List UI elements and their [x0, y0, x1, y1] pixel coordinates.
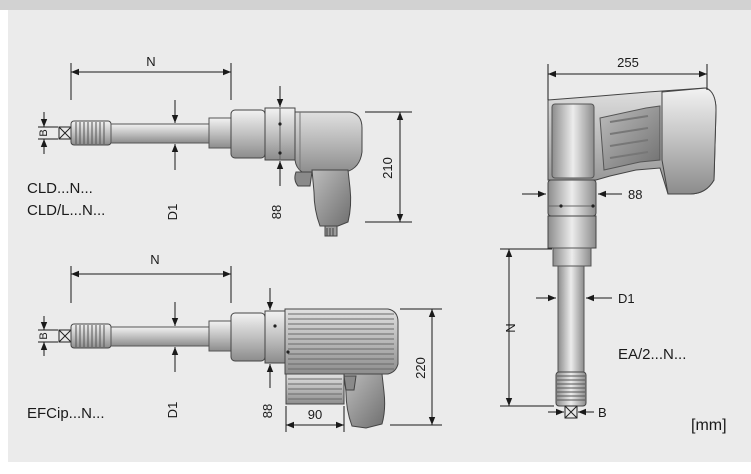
bottom-model-1: EFCip...N... [27, 405, 105, 422]
pistol-grip [311, 169, 352, 227]
bottom-dim-90: 90 [308, 407, 322, 422]
top-tool [58, 107, 363, 237]
right-dim-255: 255 [617, 55, 639, 70]
right-dim-b: B [598, 405, 607, 420]
top-model-2: CLD/L...N... [27, 202, 105, 219]
gear-head [230, 312, 266, 362]
handle-grip [599, 105, 661, 171]
top-dim-210: 210 [380, 157, 395, 179]
unit-label: [mm] [691, 417, 727, 434]
bottom-tool [58, 308, 399, 429]
spline-sleeve [555, 371, 587, 407]
air-inlet [324, 225, 338, 237]
top-dim-d1: D1 [165, 204, 180, 221]
spline-sleeve [70, 120, 112, 146]
right-dim-d1: D1 [618, 291, 635, 306]
extension-tube [110, 123, 210, 144]
trigger [343, 375, 357, 391]
right-dimensions [500, 64, 708, 416]
top-dimensions [38, 63, 412, 223]
right-tool [547, 87, 717, 419]
extension-tube [110, 326, 210, 347]
trigger [294, 171, 313, 187]
extension-tube [557, 265, 585, 373]
battery-pack [661, 87, 717, 195]
top-dim-n: N [146, 54, 155, 69]
top-dim-b: B [38, 129, 50, 136]
bottom-dim-220: 220 [413, 357, 428, 379]
bottom-dimensions [38, 266, 442, 432]
motor-housing [294, 111, 363, 173]
gear-head [547, 179, 597, 217]
top-dim-88: 88 [269, 205, 284, 219]
bottom-dim-d1: D1 [165, 402, 180, 419]
right-dim-88: 88 [628, 187, 642, 202]
bottom-dim-88: 88 [260, 404, 275, 418]
top-bar [0, 0, 751, 10]
gear-head [230, 109, 266, 159]
bottom-dim-n: N [150, 252, 159, 267]
right-dim-n: N [503, 323, 518, 332]
motor-housing [284, 308, 399, 375]
top-model-1: CLD...N... [27, 180, 93, 197]
right-model-1: EA/2...N... [618, 346, 686, 363]
bottom-dim-b: B [38, 332, 50, 339]
spline-sleeve [70, 323, 112, 349]
